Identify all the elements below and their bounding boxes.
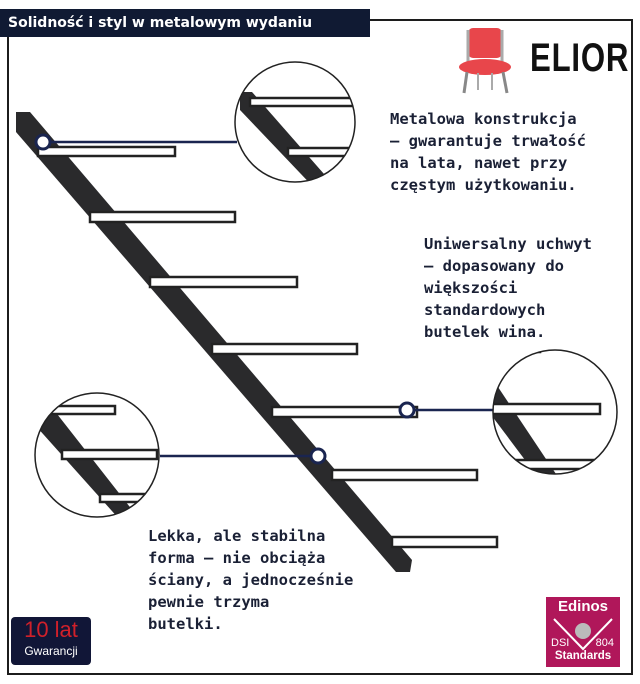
page-title: Solidność i styl w metalowym wydaniu bbox=[0, 9, 370, 37]
warranty-badge: 10 lat Gwarancji bbox=[11, 617, 91, 665]
feature-line: standardowych bbox=[424, 301, 546, 319]
brand-logo-text: ELIOR bbox=[530, 36, 630, 80]
feature-line: Metalowa konstrukcja bbox=[390, 110, 577, 128]
detail-circle-right bbox=[492, 349, 618, 475]
chair-icon bbox=[459, 28, 511, 94]
certificate-badge: Edinos DSI 804 Standards bbox=[546, 597, 620, 667]
feature-line: – dopasowany do bbox=[424, 257, 564, 275]
warranty-label: Gwarancji bbox=[24, 644, 78, 658]
feature-line: Uniwersalny uchwyt bbox=[424, 235, 592, 253]
certificate-code-right: 804 bbox=[595, 637, 614, 649]
detail-circle-left bbox=[34, 392, 160, 518]
connector-lines bbox=[50, 140, 493, 458]
feature-line: pewnie trzyma bbox=[148, 593, 270, 611]
feature-line: Lekka, ale stabilna bbox=[148, 527, 326, 545]
feature-line: większości bbox=[424, 279, 518, 297]
feature-text-holder: Uniwersalny uchwyt – dopasowany do większo… bbox=[424, 233, 592, 343]
certificate-emblem-icon bbox=[553, 618, 613, 651]
feature-text-construction: Metalowa konstrukcja – gwarantuje trwałoś… bbox=[390, 108, 586, 196]
certificate-code-left: DSI bbox=[551, 637, 570, 649]
feature-line: – gwarantuje trwałość bbox=[390, 132, 586, 150]
feature-text-form: Lekka, ale stabilna forma – nie obciąża śc… bbox=[148, 525, 353, 635]
warranty-years: 10 lat bbox=[24, 617, 78, 642]
detail-circle-top bbox=[234, 61, 356, 183]
feature-line: butelek wina. bbox=[424, 323, 546, 341]
feature-line: forma – nie obciąża bbox=[148, 549, 326, 567]
feature-line: częstym użytkowaniu. bbox=[390, 176, 577, 194]
feature-line: na lata, nawet przy bbox=[390, 154, 568, 172]
marker-dots bbox=[34, 133, 416, 465]
certificate-name: Edinos bbox=[557, 598, 608, 615]
feature-line: ściany, a jednocześnie bbox=[148, 571, 354, 589]
certificate-label: Standards bbox=[554, 650, 612, 662]
feature-line: butelki. bbox=[148, 615, 223, 633]
